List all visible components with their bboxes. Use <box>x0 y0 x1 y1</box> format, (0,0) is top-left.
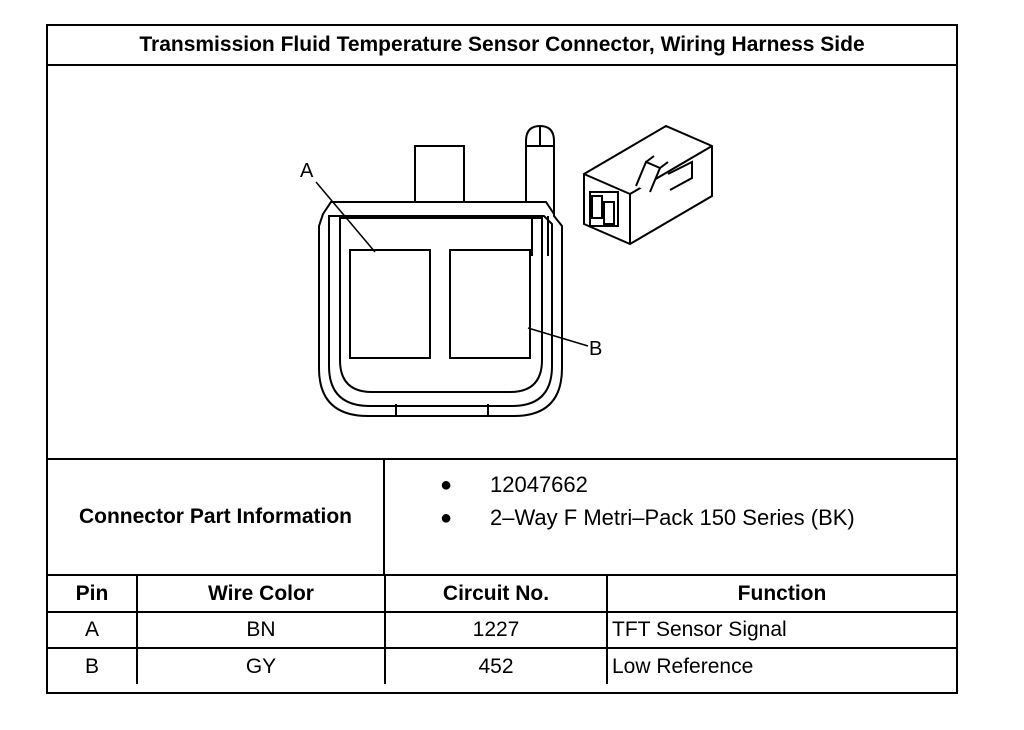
header-wire-color: Wire Color <box>136 576 386 613</box>
page-title: Transmission Fluid Temperature Sensor Co… <box>48 26 956 66</box>
connector-face-drawing <box>318 124 563 417</box>
callout-a-label: A <box>300 160 314 182</box>
header-function: Function <box>606 576 956 613</box>
table-row: B GY 452 Low Reference <box>48 647 956 684</box>
pin-table: Pin Wire Color Circuit No. Function A BN… <box>48 576 956 684</box>
header-circuit-no: Circuit No. <box>384 576 608 613</box>
table-header-row: Pin Wire Color Circuit No. Function <box>48 576 956 613</box>
cell-function: TFT Sensor Signal <box>606 611 956 649</box>
connector-part-information: Connector Part Information ● 12047662 ● … <box>48 460 956 576</box>
cell-pin: B <box>48 647 138 684</box>
cell-pin: A <box>48 611 138 649</box>
cell-wire-color: BN <box>136 611 386 649</box>
callout-b-label: B <box>589 338 603 360</box>
cell-wire-color: GY <box>136 647 386 684</box>
table-row: A BN 1227 TFT Sensor Signal <box>48 611 956 649</box>
bullet-icon: ● <box>440 507 453 529</box>
connector-drawing <box>315 124 713 417</box>
part-number: 12047662 <box>490 472 588 497</box>
cell-circuit: 452 <box>384 647 608 684</box>
callout-lines <box>315 181 589 347</box>
connector-series: 2–Way F Metri–Pack 150 Series (BK) <box>490 505 855 530</box>
cell-function: Low Reference <box>606 647 956 684</box>
cell-circuit: 1227 <box>384 611 608 649</box>
connector-diagram: A B <box>48 66 956 460</box>
connector-isometric-drawing <box>583 124 713 246</box>
connector-info-list: ● 12047662 ● 2–Way F Metri–Pack 150 Seri… <box>385 460 956 574</box>
connector-info-label: Connector Part Information <box>48 460 385 574</box>
connector-sheet: Transmission Fluid Temperature Sensor Co… <box>46 24 958 694</box>
header-pin: Pin <box>48 576 138 613</box>
bullet-icon: ● <box>440 474 453 496</box>
